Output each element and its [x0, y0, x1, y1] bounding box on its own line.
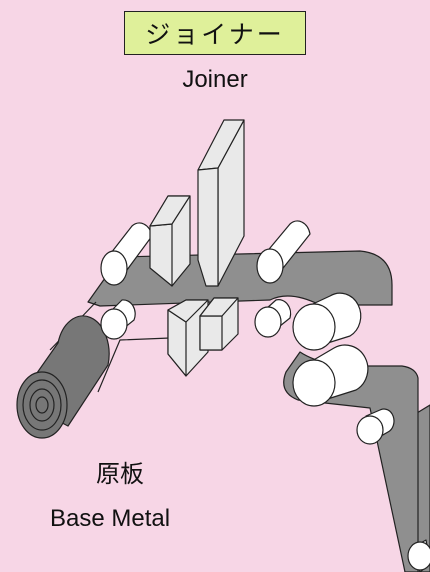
roller-pinch-lower [407, 539, 430, 572]
coil [16, 315, 110, 439]
title-box: ジョイナー [124, 11, 306, 55]
material-en: Base Metal [50, 505, 171, 532]
blade-lower-left [167, 299, 209, 377]
blade-upper-left [149, 195, 191, 287]
blade-lower-right [199, 297, 239, 351]
blade-upper-right [197, 119, 245, 287]
strip-feed-line-2 [97, 337, 171, 393]
roller-guide-1 [292, 292, 362, 351]
coil-face [16, 371, 68, 439]
roller-pinch-upper [356, 408, 395, 445]
title-en: Joiner [182, 66, 248, 93]
material-jp: 原板 [96, 460, 144, 488]
title-jp: ジョイナー [145, 20, 285, 49]
roller-upper-right [256, 220, 311, 284]
roller-lower-left [100, 299, 136, 340]
roller-lower-right [254, 299, 292, 338]
roller-guide-2 [292, 344, 369, 407]
